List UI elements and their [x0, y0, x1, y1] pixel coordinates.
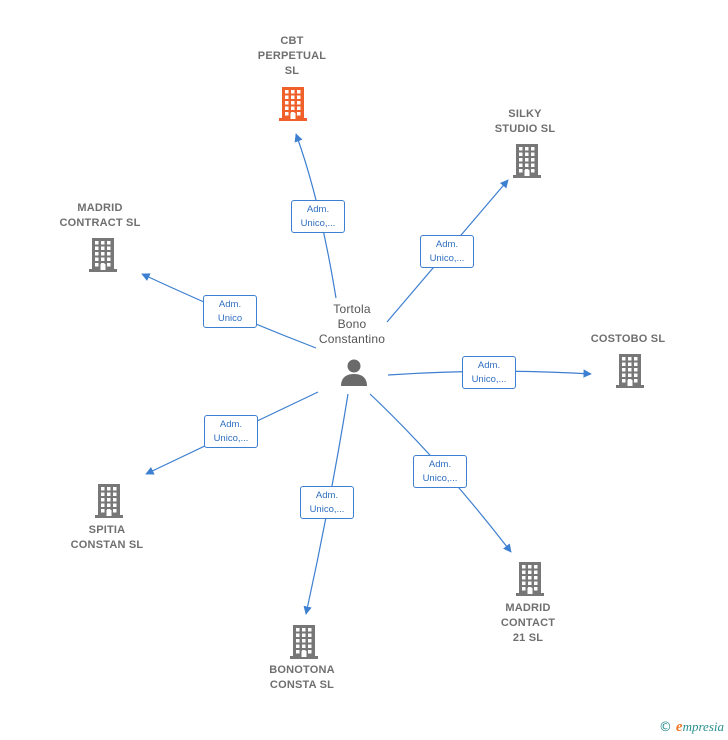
edge-label-cbt[interactable]: Adm. Unico,... — [291, 200, 345, 233]
empresia-footer: ©empresia — [659, 719, 724, 736]
edge-label-madrid-contact[interactable]: Adm. Unico,... — [413, 455, 467, 488]
edge-label-madrid-contract[interactable]: Adm. Unico — [203, 295, 257, 328]
company-label-madrid-contract[interactable]: MADRID CONTRACT SL — [59, 202, 141, 229]
person-icon[interactable] — [338, 356, 370, 388]
building-icon[interactable] — [512, 142, 542, 183]
building-icon[interactable] — [289, 623, 319, 664]
building-icon[interactable] — [615, 352, 645, 393]
edge-label-spitia[interactable]: Adm. Unico,... — [204, 415, 258, 448]
brand-logo-text: mpresia — [682, 719, 724, 734]
building-icon[interactable] — [88, 236, 118, 277]
building-icon[interactable] — [515, 560, 545, 601]
company-label-cbt[interactable]: CBT PERPETUAL SL — [257, 35, 327, 77]
center-person-label[interactable]: Tortola Bono Constantino — [318, 302, 386, 346]
edge-label-silky[interactable]: Adm. Unico,... — [420, 235, 474, 268]
building-icon[interactable] — [278, 85, 308, 126]
company-label-costobo[interactable]: COSTOBO SL — [590, 333, 666, 345]
edge-label-bonotona[interactable]: Adm. Unico,... — [300, 486, 354, 519]
company-label-spitia[interactable]: SPITIA CONSTAN SL — [70, 524, 144, 551]
edge-label-costobo[interactable]: Adm. Unico,... — [462, 356, 516, 389]
company-label-bonotona[interactable]: BONOTONA CONSTA SL — [269, 664, 335, 691]
company-label-madrid-contact[interactable]: MADRID CONTACT 21 SL — [500, 602, 556, 644]
brand-logo-e: e — [675, 719, 683, 735]
building-icon[interactable] — [94, 482, 124, 523]
copyright-icon: © — [658, 720, 672, 735]
company-label-silky[interactable]: SILKY STUDIO SL — [494, 108, 556, 135]
